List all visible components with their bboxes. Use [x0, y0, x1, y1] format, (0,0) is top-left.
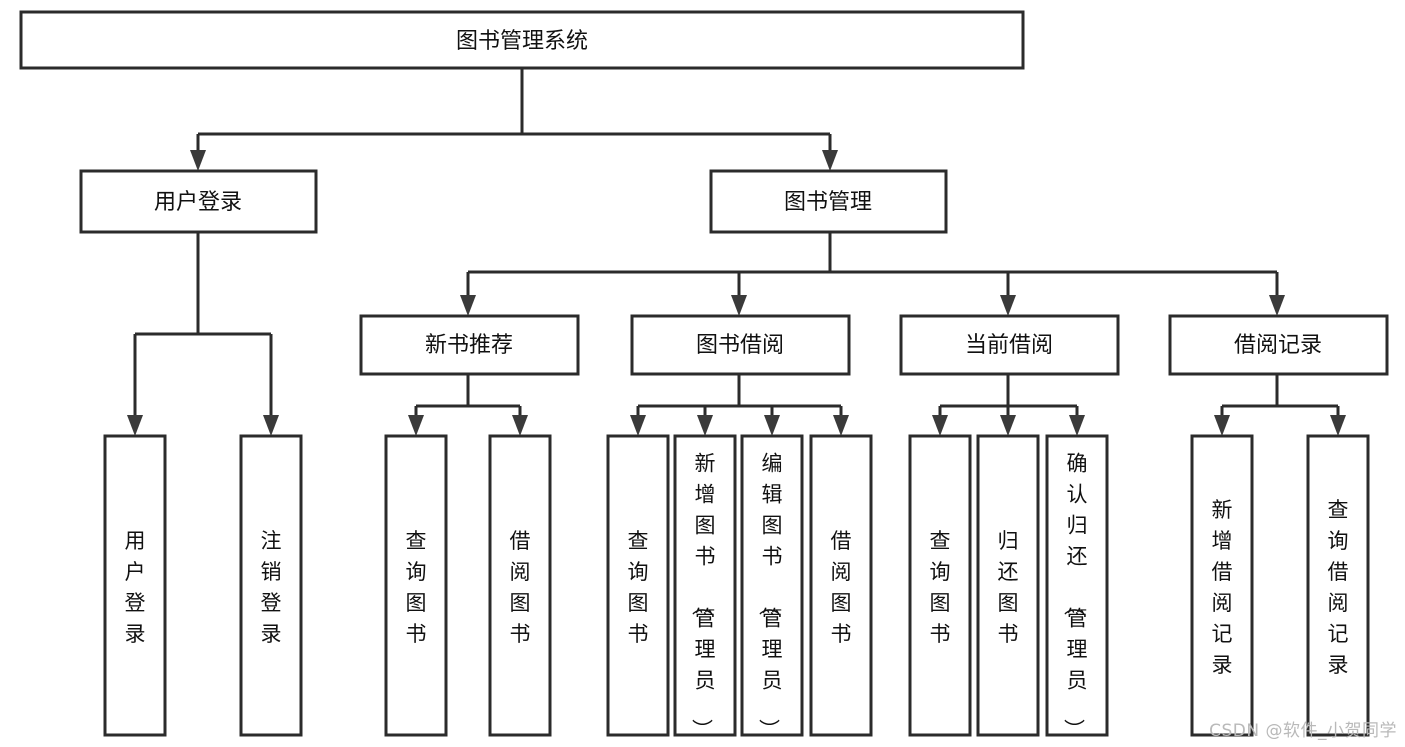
arrow-user-login-leaf2-icon: [263, 415, 279, 436]
node-leaf-return-book[interactable]: 归还图书: [976, 434, 1040, 737]
node-user-login-box[interactable]: [79, 169, 318, 234]
node-leaf-query-book-3[interactable]: 查询图书: [908, 434, 972, 737]
node-leaf-confirm-return[interactable]: 确认归还（管理员）: [1045, 434, 1109, 740]
arrow-new-book-leaf2-icon: [512, 415, 528, 436]
edges-user-login-to-leaves: [127, 232, 279, 436]
arrow-current-borrow-leaf2-icon: [1000, 415, 1016, 436]
node-leaf-confirm-return-box[interactable]: [1045, 434, 1109, 737]
node-root[interactable]: 图书管理系统: [19, 10, 1025, 70]
node-leaf-return-book-label: 归还图书: [998, 529, 1019, 646]
node-leaf-user-login-label: 用户登录: [125, 529, 146, 646]
arrow-borrow-record-leaf2-icon: [1330, 415, 1346, 436]
node-borrow-record-label: 借阅记录: [1234, 333, 1322, 358]
arrow-new-book-leaf1-icon: [408, 415, 424, 436]
edges-current-borrow-to-leaves: [932, 374, 1085, 436]
node-leaf-borrow-book-1[interactable]: 借阅图书: [488, 434, 552, 737]
node-leaf-add-book-label: 新增图书（管理员）: [690, 452, 716, 740]
node-book-borrow-box[interactable]: [630, 314, 851, 376]
node-leaf-borrow-book-1-label: 借阅图书: [510, 529, 531, 646]
arrow-bm-current-borrow-icon: [1000, 295, 1016, 316]
node-leaf-query-book-3-box[interactable]: [908, 434, 972, 737]
arrow-root-to-user-login-icon: [190, 150, 206, 171]
node-leaf-query-book-2-box[interactable]: [606, 434, 670, 737]
node-leaf-user-logout[interactable]: 注销登录: [239, 434, 303, 737]
arrow-user-login-leaf1-icon: [127, 415, 143, 436]
node-book-borrow-label: 图书借阅: [696, 333, 784, 358]
node-new-book-recommend[interactable]: 新书推荐: [359, 314, 580, 376]
node-book-management-box[interactable]: [709, 169, 948, 234]
node-leaf-edit-book-box[interactable]: [740, 434, 804, 737]
node-leaf-borrow-book-2-box[interactable]: [809, 434, 873, 737]
arrow-bm-borrow-record-icon: [1269, 295, 1285, 316]
node-current-borrow[interactable]: 当前借阅: [899, 314, 1120, 376]
node-leaf-edit-book-label: 编辑图书（管理员）: [757, 452, 783, 740]
node-new-book-recommend-label: 新书推荐: [425, 333, 513, 358]
node-root-box[interactable]: [19, 10, 1025, 70]
node-leaf-query-record[interactable]: 查询借阅记录: [1306, 434, 1370, 737]
arrow-borrow-record-leaf1-icon: [1214, 415, 1230, 436]
node-leaf-query-book-3-label: 查询图书: [930, 529, 951, 646]
arrow-book-borrow-leaf4-icon: [833, 415, 849, 436]
node-leaf-add-record-box[interactable]: [1190, 434, 1254, 737]
edges-new-book-to-leaves: [408, 374, 528, 436]
node-leaf-user-logout-box[interactable]: [239, 434, 303, 737]
node-leaf-add-book[interactable]: 新增图书（管理员）: [673, 434, 737, 740]
node-leaf-query-record-box[interactable]: [1306, 434, 1370, 737]
node-leaf-add-record-label: 新增借阅记录: [1212, 498, 1233, 677]
node-leaf-return-book-box[interactable]: [976, 434, 1040, 737]
arrow-root-to-book-management-icon: [822, 150, 838, 171]
node-leaf-query-book-2-label: 查询图书: [628, 529, 649, 646]
edges-book-borrow-to-leaves: [630, 374, 849, 436]
edges-book-management-to-level3: [460, 232, 1285, 316]
arrow-current-borrow-leaf3-icon: [1069, 415, 1085, 436]
node-current-borrow-box[interactable]: [899, 314, 1120, 376]
node-leaf-borrow-book-2-label: 借阅图书: [831, 529, 852, 646]
node-user-login[interactable]: 用户登录: [79, 169, 318, 234]
node-borrow-record[interactable]: 借阅记录: [1168, 314, 1389, 376]
node-leaf-add-book-box[interactable]: [673, 434, 737, 737]
node-leaf-user-login[interactable]: 用户登录: [103, 434, 167, 737]
node-book-management[interactable]: 图书管理: [709, 169, 948, 234]
node-root-label: 图书管理系统: [456, 29, 588, 54]
node-leaf-query-book-1-box[interactable]: [384, 434, 448, 737]
node-leaf-query-book-1-label: 查询图书: [406, 529, 427, 646]
node-new-book-recommend-box[interactable]: [359, 314, 580, 376]
node-book-borrow[interactable]: 图书借阅: [630, 314, 851, 376]
node-leaf-borrow-book-2[interactable]: 借阅图书: [809, 434, 873, 737]
node-borrow-record-box[interactable]: [1168, 314, 1389, 376]
node-leaf-query-book-2[interactable]: 查询图书: [606, 434, 670, 737]
arrow-current-borrow-leaf1-icon: [932, 415, 948, 436]
arrow-bm-new-book-icon: [460, 295, 476, 316]
node-leaf-confirm-return-label: 确认归还（管理员）: [1062, 452, 1088, 740]
arrow-book-borrow-leaf3-icon: [764, 415, 780, 436]
node-leaf-edit-book[interactable]: 编辑图书（管理员）: [740, 434, 804, 740]
node-leaf-user-logout-label: 注销登录: [261, 529, 282, 646]
arrow-bm-book-borrow-icon: [731, 295, 747, 316]
node-user-login-label: 用户登录: [154, 190, 242, 215]
node-leaf-query-record-label: 查询借阅记录: [1328, 498, 1349, 677]
edges-borrow-record-to-leaves: [1214, 374, 1346, 436]
node-leaf-add-record[interactable]: 新增借阅记录: [1190, 434, 1254, 737]
node-book-management-label: 图书管理: [784, 190, 872, 215]
node-current-borrow-label: 当前借阅: [965, 333, 1053, 358]
arrow-book-borrow-leaf1-icon: [630, 415, 646, 436]
edges-root-to-level2: [190, 68, 838, 171]
arrow-book-borrow-leaf2-icon: [697, 415, 713, 436]
node-leaf-query-book-1[interactable]: 查询图书: [384, 434, 448, 737]
node-leaf-user-login-box[interactable]: [103, 434, 167, 737]
node-leaf-borrow-book-1-box[interactable]: [488, 434, 552, 737]
